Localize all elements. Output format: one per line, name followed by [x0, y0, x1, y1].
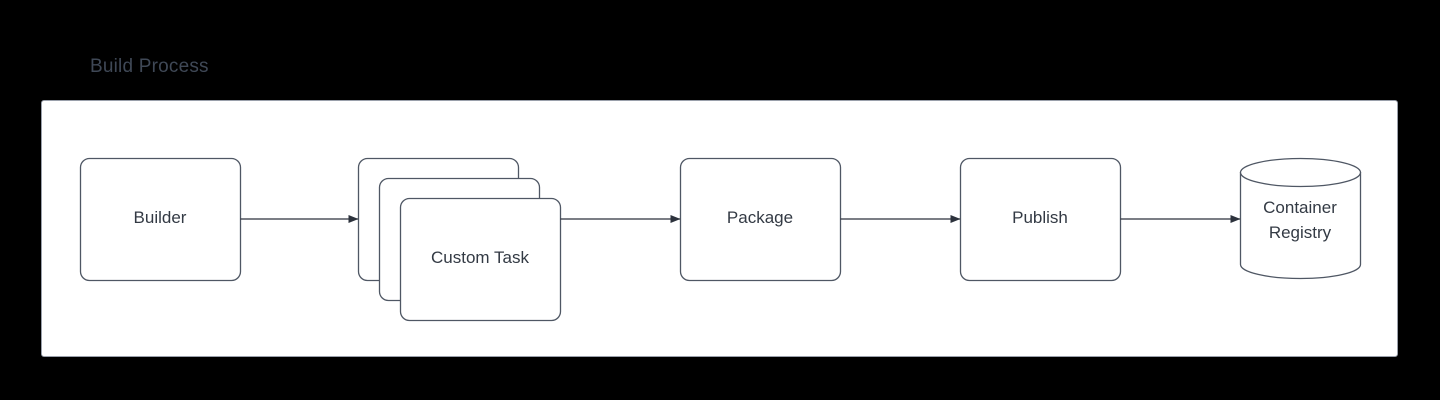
node-custom-task[interactable]: [399, 197, 562, 322]
node-package[interactable]: [679, 157, 842, 282]
node-container-registry[interactable]: [1239, 157, 1362, 280]
node-publish[interactable]: [959, 157, 1122, 282]
node-builder[interactable]: [79, 157, 242, 282]
page-title: Build Process: [90, 56, 209, 77]
